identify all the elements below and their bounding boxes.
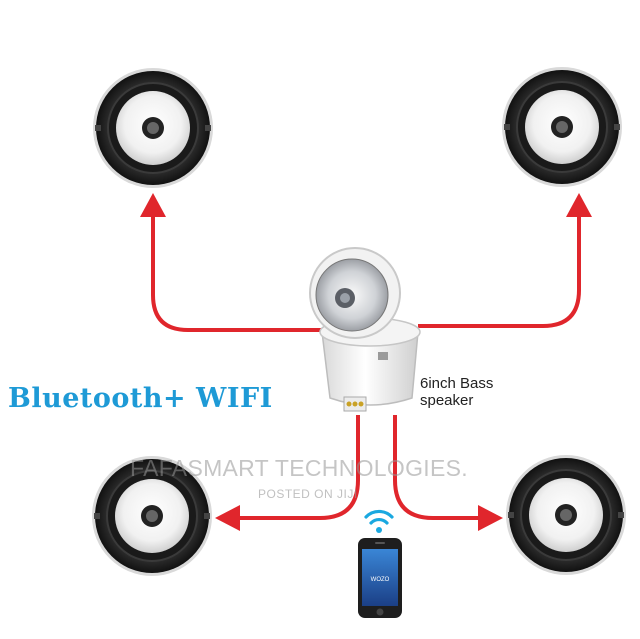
bass-speaker-label-line2: speaker	[420, 392, 474, 409]
arrow-to-bottom-right	[393, 415, 503, 531]
ceiling-speaker-bottom-left	[92, 456, 212, 576]
arrow-to-top-right	[418, 193, 592, 328]
smartphone: WOZO	[358, 538, 402, 618]
arrow-to-bottom-left	[215, 415, 360, 531]
phone-screen-text: WOZO	[371, 577, 390, 583]
ceiling-speaker-top-right	[502, 67, 622, 187]
wifi-icon	[364, 509, 394, 533]
ceiling-speaker-bottom-right	[506, 455, 626, 575]
watermark-company: FAFASMART TECHNOLOGIES.	[130, 455, 468, 481]
bass-speaker-label: 6inch Bass speaker	[420, 375, 493, 409]
ceiling-speaker-top-left	[93, 68, 213, 188]
watermark-posted: POSTED ON JIJI	[258, 487, 358, 501]
arrow-to-top-left	[140, 193, 328, 332]
bass-speaker	[309, 247, 421, 412]
bass-speaker-label-line1: 6inch Bass	[420, 375, 494, 392]
bluetooth-wifi-label: Bluetooth+ WIFI	[8, 383, 273, 414]
